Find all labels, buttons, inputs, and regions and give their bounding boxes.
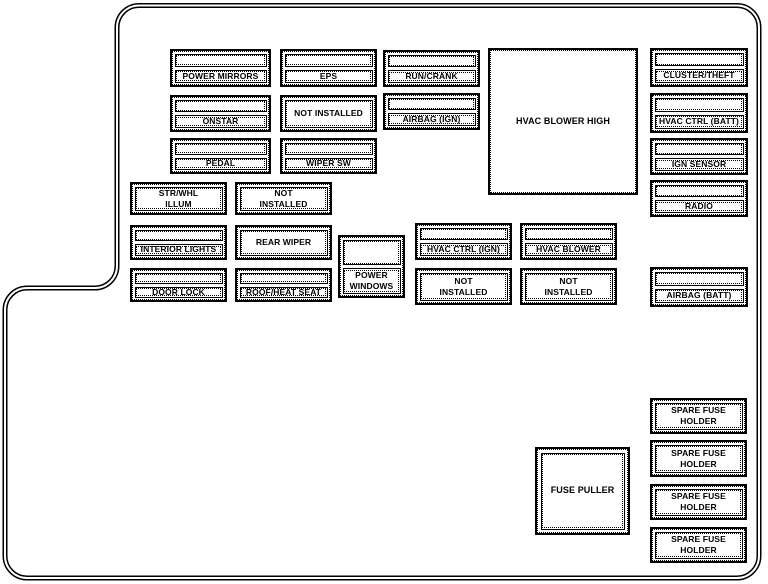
fuse-label: AIRBAG (IGN) [387, 113, 476, 126]
fuse-power-windows: POWER WINDOWS [338, 235, 405, 298]
fuse-label: IGN SENSOR [654, 158, 744, 171]
fuse-door-lock: DOOR LOCK [130, 268, 227, 302]
fuse-cluster-theft: CLUSTER/THEFT [650, 48, 748, 87]
fuse-label: ROOF/HEAT SEAT [239, 286, 328, 298]
fuse-airbag-ign: AIRBAG (IGN) [383, 93, 480, 130]
fuse-label: INTERIOR LIGHTS [134, 244, 223, 256]
fuse-hvac-ctrl-ign: HVAC CTRL (IGN) [415, 223, 512, 260]
fuse-slot-empty [654, 184, 744, 197]
fuse-not-installed-4: NOT INSTALLED [520, 268, 617, 305]
fuse-label: HVAC CTRL (BATT) [654, 114, 744, 129]
fuse-eps: EPS [280, 49, 377, 87]
fuse-label: FUSE PULLER [540, 452, 625, 530]
fuse-label: RUN/CRANK [387, 70, 476, 83]
fuse-slot-empty [284, 53, 373, 67]
spare-fuse-holder-1: SPARE FUSE HOLDER [650, 398, 747, 434]
fuse-label: HVAC BLOWER [524, 243, 613, 256]
fuse-rear-wiper: REAR WIPER [235, 225, 332, 260]
fuse-slot-empty [284, 142, 373, 155]
fuse-label: ONSTAR [174, 115, 267, 128]
fuse-slot-empty [239, 272, 328, 284]
fuse-label: HVAC CTRL (IGN) [419, 243, 508, 256]
fuse-slot-empty [654, 142, 744, 155]
outline-inner-gap [4, 4, 760, 579]
fuse-label: SPARE FUSE HOLDER [654, 488, 743, 516]
fuse-slot-empty [134, 229, 223, 241]
fuse-slot-empty [387, 54, 476, 67]
fuse-airbag-batt: AIRBAG (BATT) [650, 267, 748, 307]
fuse-not-installed-3: NOT INSTALLED [415, 268, 512, 305]
fuse-not-installed-1: NOT INSTALLED [280, 95, 377, 132]
fuse-hvac-blower: HVAC BLOWER [520, 223, 617, 260]
fuse-puller: FUSE PULLER [535, 447, 630, 535]
fuse-interior-lights: INTERIOR LIGHTS [130, 225, 227, 260]
fuse-label: CLUSTER/THEFT [654, 69, 744, 83]
fuse-label: AIRBAG (BATT) [654, 288, 744, 303]
fuse-label: POWER WINDOWS [342, 268, 401, 294]
fuse-wiper-sw: WIPER SW [280, 138, 377, 174]
fuse-slot-empty [134, 272, 223, 284]
fuse-slot-empty [387, 97, 476, 110]
fuse-label: NOT INSTALLED [419, 272, 508, 301]
fuse-label: REAR WIPER [239, 229, 328, 256]
fuse-not-installed-2: NOT INSTALLED [235, 182, 332, 215]
spare-fuse-holder-4: SPARE FUSE HOLDER [650, 527, 747, 563]
fuse-label: RADIO [654, 200, 744, 213]
fuse-label: NOT INSTALLED [524, 272, 613, 301]
fuse-roof-heat-seat: ROOF/HEAT SEAT [235, 268, 332, 302]
fuse-power-mirrors: POWER MIRRORS [170, 49, 271, 87]
fuse-label: NOT INSTALLED [284, 99, 373, 128]
fuse-ign-sensor: IGN SENSOR [650, 138, 748, 175]
fuse-slot-empty [654, 97, 744, 112]
fuse-run-crank: RUN/CRANK [383, 50, 480, 87]
fuse-radio: RADIO [650, 180, 748, 217]
fuse-label: NOT INSTALLED [239, 186, 328, 211]
spare-fuse-holder-2: SPARE FUSE HOLDER [650, 440, 747, 477]
fuse-label: POWER MIRRORS [174, 69, 267, 83]
relay-hvac-blower-high: HVAC BLOWER HIGH [488, 48, 638, 195]
fuse-slot-empty [419, 227, 508, 240]
fuse-label: STR/WHL ILLUM [134, 186, 223, 211]
fuse-label: SPARE FUSE HOLDER [654, 531, 743, 559]
fuse-hvac-ctrl-batt: HVAC CTRL (BATT) [650, 93, 748, 133]
fuse-onstar: ONSTAR [170, 95, 271, 132]
fuse-slot-empty [174, 142, 267, 155]
fuse-label: WIPER SW [284, 157, 373, 170]
fuse-slot-empty [654, 271, 744, 286]
fuse-pedal: PEDAL [170, 138, 271, 174]
fuse-slot-empty [524, 227, 613, 240]
fuse-label: DOOR LOCK [134, 286, 223, 298]
fuse-slot-empty [174, 53, 267, 67]
spare-fuse-holder-3: SPARE FUSE HOLDER [650, 484, 747, 520]
fuse-label: SPARE FUSE HOLDER [654, 402, 743, 430]
fuse-label: EPS [284, 69, 373, 83]
fuse-slot-empty [654, 52, 744, 66]
fuse-slot-empty [174, 99, 267, 112]
fuse-label: HVAC BLOWER HIGH [516, 115, 610, 126]
fuse-str-whl-illum: STR/WHL ILLUM [130, 182, 227, 215]
fuse-label: PEDAL [174, 157, 267, 170]
fuse-label: SPARE FUSE HOLDER [654, 444, 743, 473]
fuse-slot-empty [342, 239, 401, 265]
